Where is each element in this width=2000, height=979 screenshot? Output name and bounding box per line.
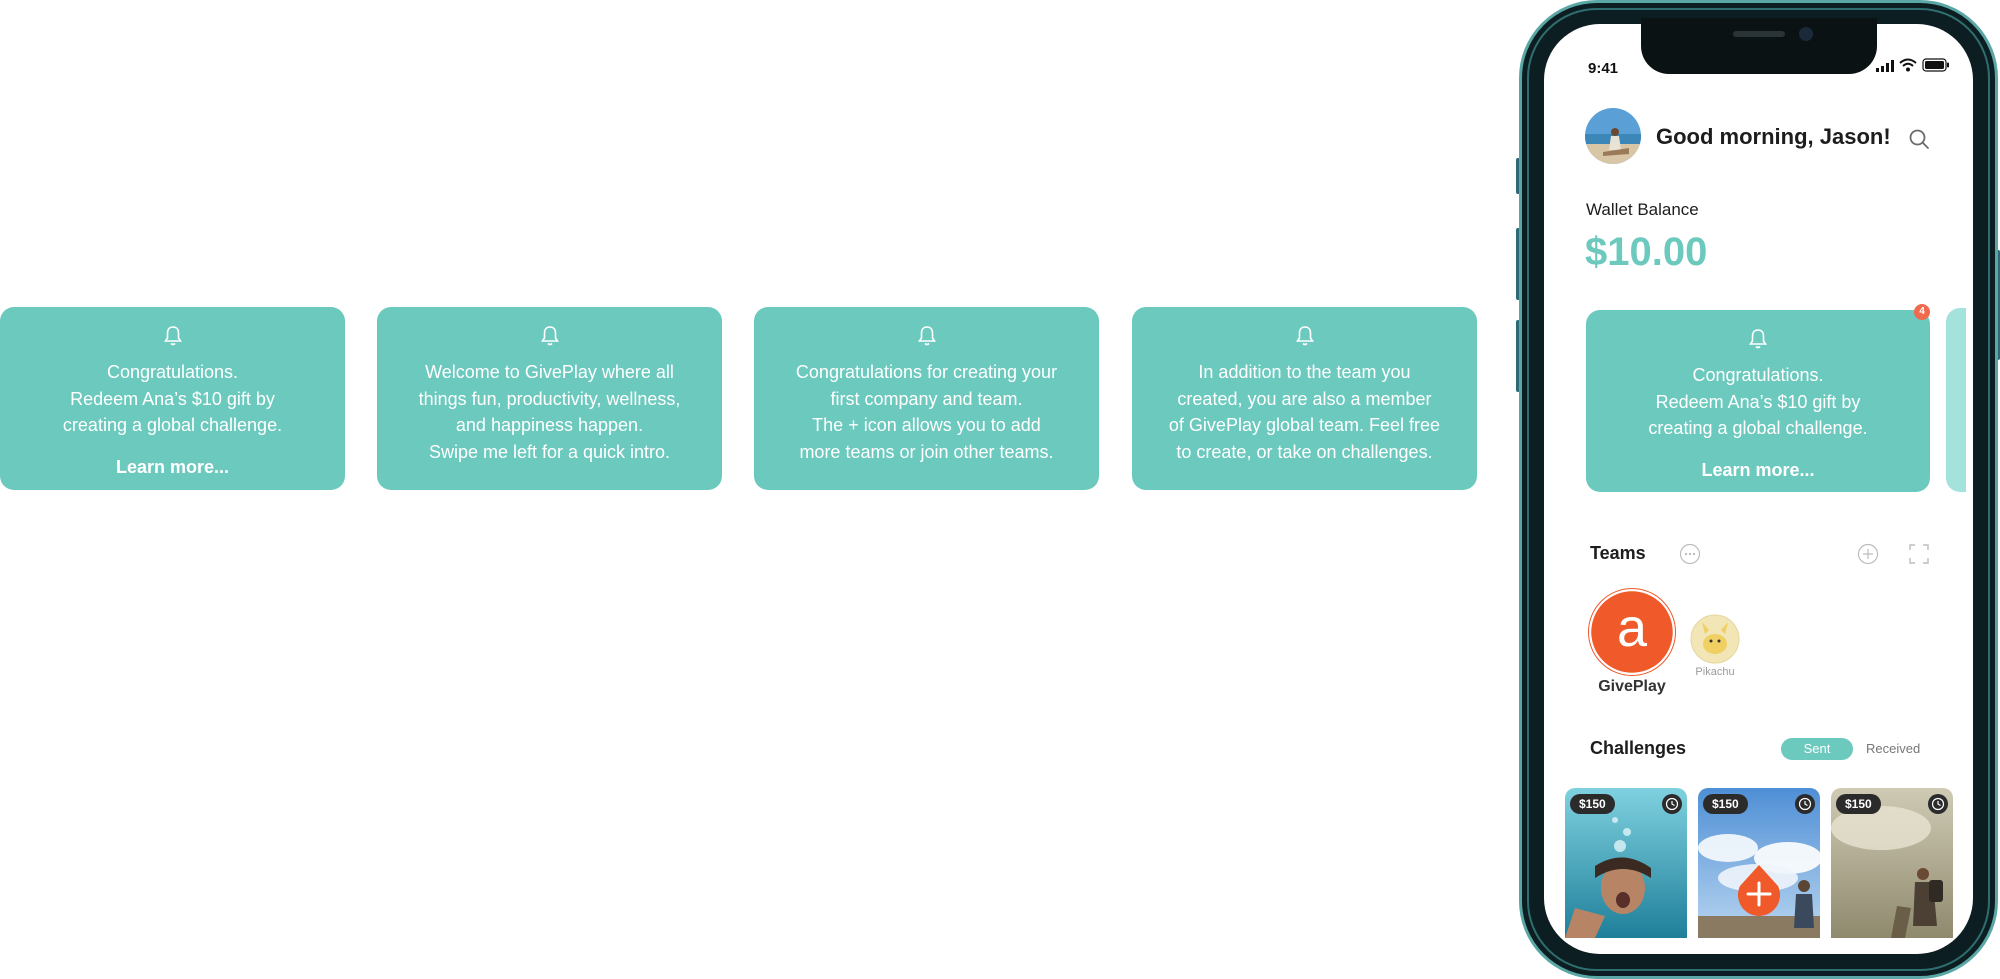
more-options-icon[interactable] — [1679, 543, 1701, 565]
challenge-price: $150 — [1836, 794, 1881, 814]
learn-more-link[interactable]: Learn more... — [115, 457, 230, 477]
clock-icon — [1795, 794, 1815, 814]
tab-sent[interactable]: Sent — [1781, 738, 1853, 760]
tab-received[interactable]: Received — [1866, 741, 1921, 756]
phone-silent-switch — [1516, 158, 1520, 194]
bell-icon — [917, 326, 936, 346]
challenge-card-1[interactable]: $150 — [1565, 788, 1687, 938]
clock-icon — [1928, 794, 1948, 814]
challenge-price: $150 — [1570, 794, 1615, 814]
team-giveplay[interactable]: a GivePlay — [1588, 588, 1676, 698]
notification-message: Welcome to GivePlay where all things fun… — [418, 362, 681, 462]
camera-lens — [1799, 27, 1813, 41]
team-name: Pikachu — [1695, 666, 1735, 678]
wallet-amount: $10.00 — [1585, 230, 1708, 274]
pikachu-avatar — [1690, 614, 1740, 664]
phone-frame-ring — [1527, 8, 1990, 971]
create-challenge-button[interactable] — [1736, 864, 1782, 916]
clock-icon — [1662, 794, 1682, 814]
phone-notch — [1641, 18, 1877, 74]
phone-power-button — [1996, 250, 2000, 360]
challenge-price: $150 — [1703, 794, 1748, 814]
notification-message: Congratulations. Redeem Ana’s $10 gift b… — [1648, 365, 1868, 438]
greeting-heading: Good morning, Jason! — [1656, 124, 1891, 149]
challenge-image — [1565, 788, 1687, 938]
phone-notification-card[interactable]: Congratulations. Redeem Ana’s $10 gift b… — [1586, 310, 1930, 492]
phone-volume-up — [1516, 228, 1520, 300]
phone-volume-down — [1516, 320, 1520, 392]
user-avatar[interactable] — [1585, 108, 1641, 164]
add-team-icon[interactable] — [1857, 543, 1879, 565]
notification-card-3[interactable]: Congratulations for creating your first … — [754, 307, 1099, 490]
battery-icon — [1922, 58, 1949, 72]
bell-icon — [1749, 329, 1767, 349]
wifi-icon — [1899, 58, 1917, 72]
team-logo-letter: a — [1616, 598, 1648, 658]
expand-icon[interactable] — [1909, 544, 1929, 564]
giveplay-logo — [1588, 588, 1676, 676]
bell-icon — [1295, 326, 1314, 346]
notification-card-2[interactable]: Welcome to GivePlay where all things fun… — [377, 307, 722, 490]
status-time: 9:41 — [1588, 60, 1619, 77]
bell-icon — [163, 326, 182, 346]
teams-heading: Teams — [1590, 543, 1646, 563]
search-icon[interactable] — [1908, 128, 1930, 150]
team-pikachu[interactable]: Pikachu — [1690, 614, 1740, 680]
notification-count-badge: 4 — [1914, 304, 1930, 320]
notification-card-4[interactable]: In addition to the team you created, you… — [1132, 307, 1477, 490]
challenge-card-3[interactable]: $150 — [1831, 788, 1953, 938]
speaker-grille — [1733, 31, 1785, 37]
notification-message: Congratulations. Redeem Ana’s $10 gift b… — [62, 362, 283, 435]
notification-card-1[interactable]: Congratulations. Redeem Ana’s $10 gift b… — [0, 307, 345, 490]
bell-icon — [540, 326, 559, 346]
cellular-signal-icon — [1876, 60, 1894, 72]
challenges-heading: Challenges — [1590, 738, 1687, 758]
team-name: GivePlay — [1598, 678, 1666, 695]
wallet-label: Wallet Balance — [1586, 200, 1699, 219]
notification-message: In addition to the team you created, you… — [1168, 362, 1441, 462]
notification-message: Congratulations for creating your first … — [795, 362, 1058, 462]
learn-more-link[interactable]: Learn more... — [1701, 460, 1815, 480]
next-card-peek[interactable] — [1946, 308, 1966, 492]
